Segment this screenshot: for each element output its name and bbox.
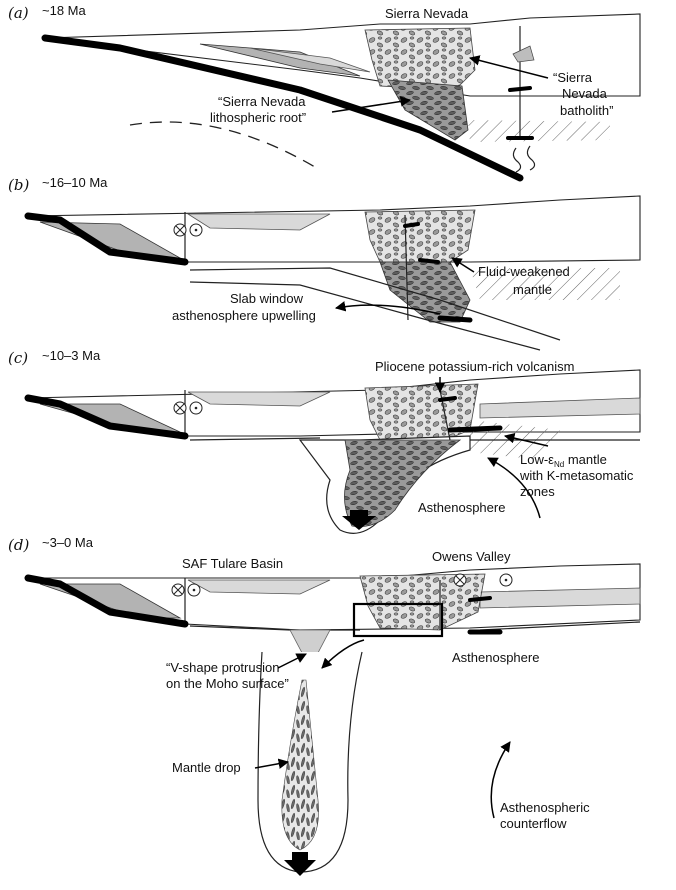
into-page-symbol-d2 bbox=[453, 573, 467, 587]
forearc-basin-c bbox=[187, 391, 331, 407]
out-of-page-symbol-d2 bbox=[499, 573, 513, 587]
counterflow-arrow bbox=[490, 741, 511, 819]
crust-a bbox=[44, 13, 641, 97]
out-of-page-symbol-c bbox=[189, 401, 203, 415]
panel-b-age: ~16–10 Ma bbox=[42, 175, 108, 190]
slab-b bbox=[24, 212, 189, 266]
mantle-drop-label: Mantle drop bbox=[172, 760, 241, 775]
fluid-leader bbox=[451, 257, 475, 273]
batholith-label-3: batholith” bbox=[560, 103, 613, 118]
moho-c bbox=[189, 437, 321, 441]
fluid-label-2: mantle bbox=[513, 282, 552, 297]
crust-band-d bbox=[479, 587, 641, 609]
panel-d: (d) ~3–0 Ma bbox=[8, 535, 641, 876]
sierra-nevada-label: Sierra Nevada bbox=[385, 6, 469, 21]
forearc-basin-b bbox=[186, 213, 331, 231]
slab-window-label-2: asthenosphere upwelling bbox=[172, 308, 316, 323]
root-label-2: lithospheric root” bbox=[210, 110, 306, 125]
batholith-label-2: Nevada bbox=[562, 86, 608, 101]
pliocene-label: Pliocene potassium-rich volcanism bbox=[375, 359, 574, 374]
squiggle-a2 bbox=[526, 145, 536, 171]
vshape-label-2: on the Moho surface” bbox=[166, 676, 289, 691]
delaminating-root-c bbox=[344, 439, 462, 528]
panel-c-age: ~10–3 Ma bbox=[42, 348, 101, 363]
melt-b2 bbox=[418, 258, 440, 264]
asthenosphere-arrow-c bbox=[487, 457, 541, 519]
panel-a-label: (a) bbox=[8, 4, 29, 22]
forearc-basin-d bbox=[187, 579, 331, 595]
melt-c2 bbox=[447, 425, 503, 433]
upwelling-arrow-b bbox=[334, 301, 441, 315]
slab-c bbox=[24, 394, 189, 440]
root-leader bbox=[331, 96, 412, 113]
melt-c1 bbox=[438, 396, 457, 402]
counterflow-label-2: counterflow bbox=[500, 816, 567, 831]
root-b bbox=[379, 261, 471, 323]
panel-a-age: ~18 Ma bbox=[42, 3, 86, 18]
asthenosphere-label-c: Asthenosphere bbox=[418, 500, 505, 515]
panel-c: (c) ~10–3 Ma Pliocene potassium-rich vol… bbox=[8, 348, 641, 534]
low-eps-label-3: zones bbox=[520, 484, 555, 499]
down-arrow-d bbox=[284, 852, 316, 876]
conduit-b bbox=[404, 214, 409, 321]
crust-band-c bbox=[479, 397, 641, 419]
out-of-page-symbol-b bbox=[189, 223, 203, 237]
fluid-label-1: Fluid-weakened bbox=[478, 264, 570, 279]
squiggle-a1 bbox=[512, 147, 522, 173]
owens-valley-label: Owens Valley bbox=[432, 549, 511, 564]
low-eps-leader bbox=[503, 433, 549, 447]
sierra-nevada-batholith-a bbox=[364, 27, 476, 91]
out-of-page-symbol-d1 bbox=[187, 583, 201, 597]
slab-window-label-1: Slab window bbox=[230, 291, 304, 306]
panel-b: (b) ~16–10 Ma Fluid-weakened mantle Slab… bbox=[8, 175, 641, 351]
lithosphere-base-b1 bbox=[189, 267, 561, 341]
focus-box bbox=[352, 602, 444, 638]
saf-tulare-label: SAF Tulare Basin bbox=[182, 556, 283, 571]
forearc-basin-a bbox=[249, 47, 371, 73]
into-page-symbol-d1 bbox=[171, 583, 185, 597]
into-page-symbol-b bbox=[173, 223, 187, 237]
moho-v-protrusion bbox=[289, 629, 331, 669]
vshape-leader bbox=[277, 653, 307, 669]
melt-lens-a1 bbox=[508, 86, 532, 92]
root-label-1: “Sierra Nevada bbox=[218, 94, 306, 109]
dashed-boundary-a bbox=[129, 121, 321, 171]
hatched-mantle-a bbox=[468, 120, 610, 142]
panel-d-age: ~3–0 Ma bbox=[42, 535, 94, 550]
low-eps-label: Low-εNd mantle bbox=[520, 452, 607, 469]
slab-d bbox=[24, 574, 189, 628]
lab-d bbox=[479, 621, 641, 631]
batholith-b bbox=[364, 209, 476, 263]
low-eps-label-2: with K-metasomatic bbox=[519, 468, 634, 483]
fluid-weakened-hatch bbox=[470, 268, 620, 300]
batholith-leader bbox=[468, 55, 549, 79]
melt-b1 bbox=[403, 222, 420, 228]
panel-d-label: (d) bbox=[8, 536, 29, 554]
melt-b3 bbox=[437, 315, 473, 323]
flow-arrow-d bbox=[321, 639, 365, 669]
slab-a bbox=[41, 34, 524, 182]
melt-d1 bbox=[468, 596, 492, 602]
panel-a: (a) ~18 Ma Sierra Nevada “Sierra Nevada … bbox=[8, 3, 641, 182]
asthenosphere-label-d: Asthenosphere bbox=[452, 650, 539, 665]
panel-b-label: (b) bbox=[8, 176, 29, 194]
batholith-label-1: “Sierra bbox=[553, 70, 593, 85]
mantle-drop-body bbox=[281, 679, 319, 851]
forearc-wedge-a bbox=[199, 43, 361, 77]
counterflow-label-1: Asthenospheric bbox=[500, 800, 590, 815]
mantle-drop-leader bbox=[254, 758, 290, 769]
panel-c-label: (c) bbox=[8, 349, 28, 367]
down-arrow-c bbox=[342, 510, 376, 530]
lithosphere-base-b2 bbox=[189, 281, 541, 351]
vshape-label-1: “V-shape protrusion bbox=[166, 660, 279, 675]
volcanic-body-a bbox=[512, 45, 535, 63]
into-page-symbol-c bbox=[173, 401, 187, 415]
